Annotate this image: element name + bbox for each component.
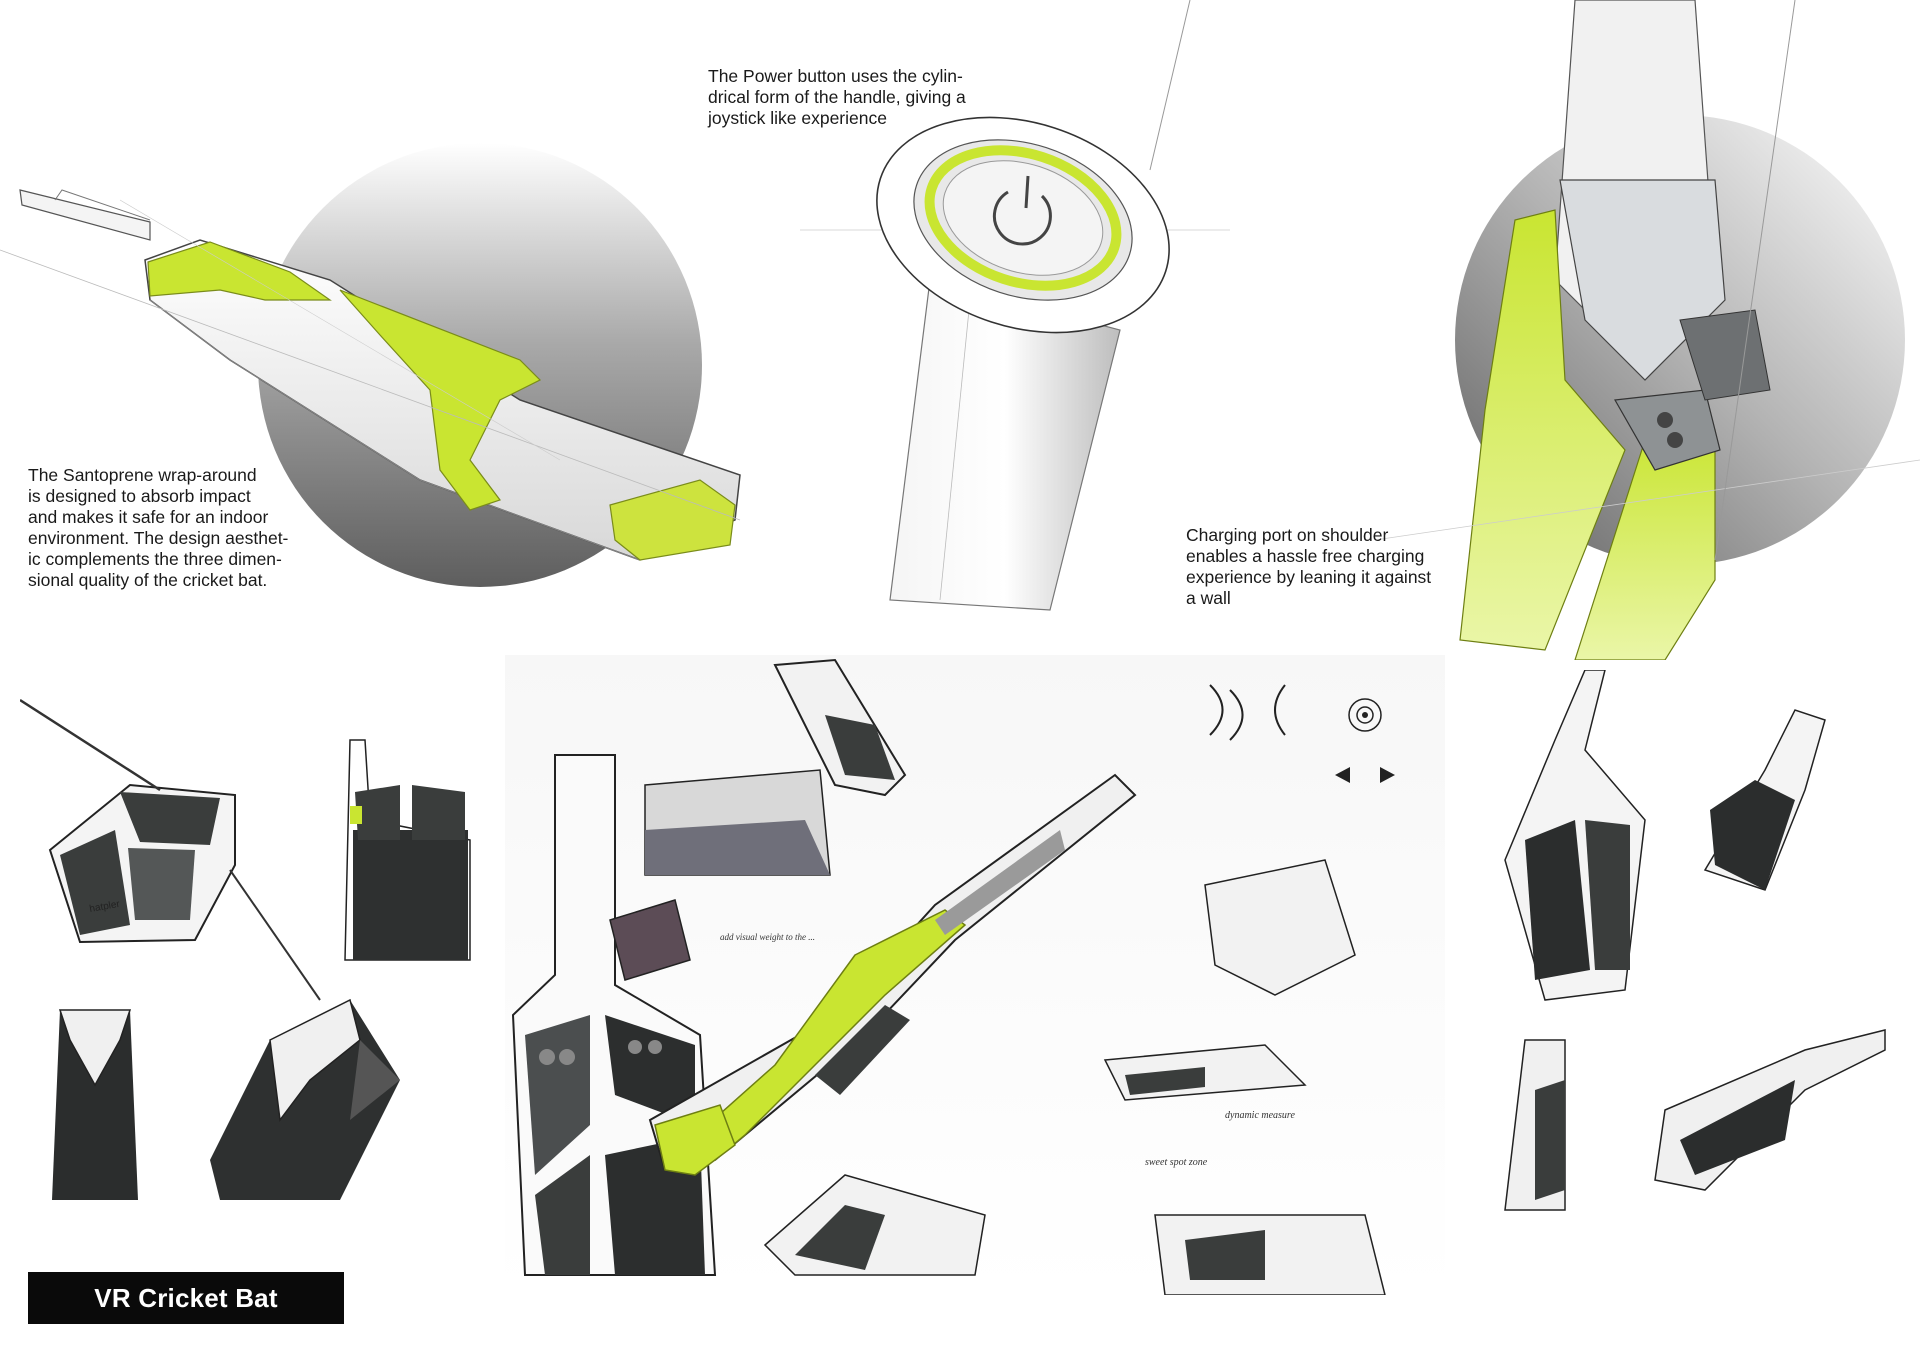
power-button-illustration: [800, 0, 1230, 611]
caption-line: ic complements the three dimen-: [28, 549, 282, 569]
caption-line: environment. The design aesthet-: [28, 528, 289, 548]
sketch-shoulder-perspective: hatpler: [20, 698, 321, 1001]
sketch-shoulder-pair: [1504, 670, 1826, 1001]
arrow-left-icon: [1335, 767, 1350, 783]
caption-line: and makes it safe for an indoor: [28, 507, 269, 527]
sketch-blade-top: [644, 769, 831, 876]
charging-port-render: [1375, 0, 1920, 660]
caption-power-button: The Power button uses the cylin- drical …: [708, 66, 1008, 129]
sketch-handle-pair: [1504, 1029, 1886, 1211]
shoulder-sketches: hatpler: [20, 698, 471, 1200]
sketch-collage-center: dynamic measure add visual weight to the…: [505, 655, 1445, 1295]
note-dynamic-measure: dynamic measure: [1225, 1110, 1295, 1121]
bat-wraparound-render: [0, 0, 760, 620]
caption-line: enables a hassle free charging: [1186, 546, 1425, 566]
power-button-diagram: [1348, 698, 1382, 732]
note-sweet-spot: sweet spot zone: [1145, 1157, 1208, 1168]
charging-port-illustration: [1375, 0, 1920, 660]
caption-charging-port: Charging port on shoulder enables a hass…: [1186, 525, 1476, 609]
arrow-right-icon: [1380, 767, 1395, 783]
power-button-render: [790, 0, 1250, 640]
caption-line: is designed to absorb impact: [28, 486, 251, 506]
caption-line: Charging port on shoulder: [1186, 525, 1389, 545]
caption-line: The Power button uses the cylin-: [708, 66, 963, 86]
caption-line: experience by leaning it against: [1186, 567, 1432, 587]
caption-line: sional quality of the cricket bat.: [28, 570, 268, 590]
sketch-shoulder-front: [344, 739, 471, 961]
caption-line: joystick like experience: [708, 108, 887, 128]
caption-wraparound: The Santoprene wrap-around is designed t…: [28, 465, 328, 591]
sketch-bat-diagonal: [648, 773, 1137, 1176]
page-title: VR Cricket Bat: [94, 1282, 278, 1313]
sketch-grip-front: [52, 1009, 138, 1200]
sketch-grid-left: hatpler: [20, 680, 490, 1200]
sketch-grip-perspective: [210, 998, 400, 1200]
bat-wraparound-illustration: [0, 143, 741, 587]
note-visual-weight: add visual weight to the ...: [720, 932, 815, 942]
sketch-grip-side: [1204, 859, 1356, 996]
caption-line: drical form of the handle, giving a: [708, 87, 966, 107]
sketch-toe-piece: [773, 658, 907, 797]
brand-mark: hatpler: [89, 899, 122, 915]
concept-sketches: dynamic measure add visual weight to the…: [505, 655, 1445, 1295]
sketch-block: [609, 899, 691, 981]
wave-sketch: [1209, 684, 1286, 741]
sketch-grid-right: [1465, 670, 1900, 1220]
power-symbol-icon: [992, 175, 1052, 246]
handle-shoulder-sketches: [1504, 670, 1886, 1211]
caption-line: a wall: [1186, 588, 1231, 608]
caption-line: The Santoprene wrap-around: [28, 465, 257, 485]
title-banner: VR Cricket Bat: [28, 1272, 344, 1324]
